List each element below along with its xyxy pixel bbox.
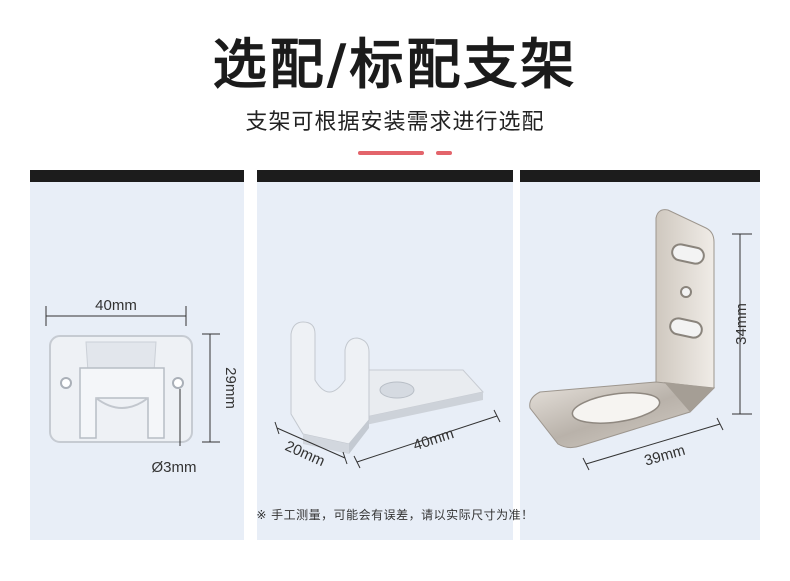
flat-bracket-figure: 40mm 29mm Ø3mm [45,297,239,476]
bracket-panel-flat: 40mm 29mm Ø3mm [30,170,244,540]
length-dimension-label: 39mm [642,442,687,470]
panel-header-bar [520,170,760,182]
hole-dimension-label: Ø3mm [152,459,197,476]
width-dimension-label: 40mm [95,297,137,314]
measurement-disclaimer: ※ 手工测量，可能会有误差，请以实际尺寸为准！ [256,508,534,522]
height-dimension-label: 29mm [222,367,239,409]
page-title: 选配/标配支架 [212,33,578,96]
height-dimension-label: 34mm [733,303,750,345]
l-metal-bracket-figure: 34mm 39mm [529,209,752,471]
page-subtitle: 支架可根据安装需求进行选配 [245,110,545,135]
bracket-panel-l-plastic: 20mm 40mm [257,170,513,540]
length-dimension-label: 40mm [411,425,456,454]
l-plastic-bracket-figure: 20mm 40mm [274,321,501,470]
accent-line-long [358,151,424,155]
panel-header-bar [30,170,244,182]
bracket-panel-l-metal: 34mm 39mm [520,170,760,540]
accent-line-short [436,151,452,155]
panel-header-bar [257,170,513,182]
